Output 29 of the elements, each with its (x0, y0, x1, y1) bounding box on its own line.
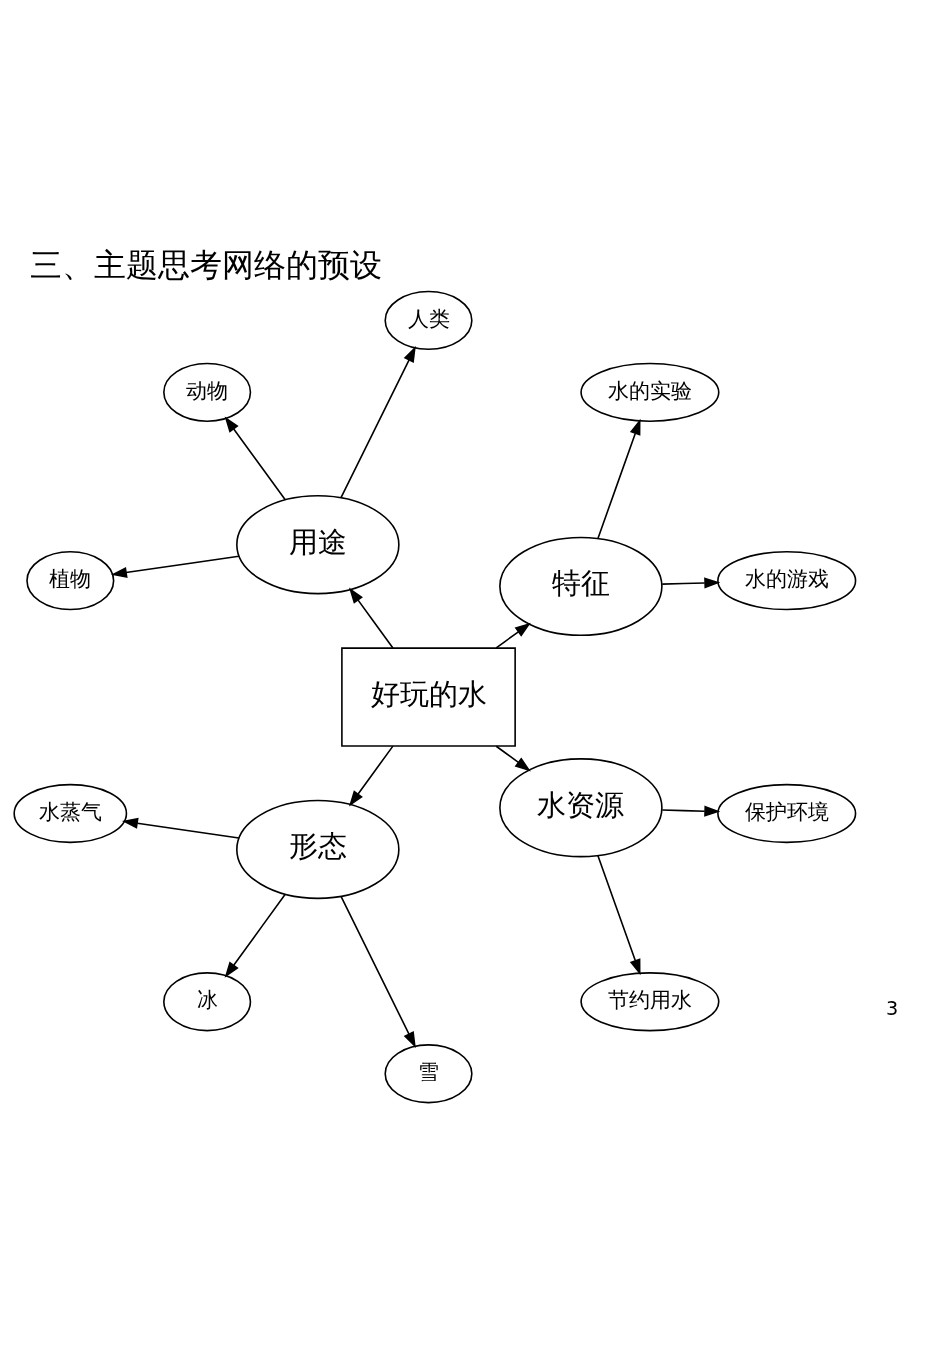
node-box: 好玩的水 (341, 646, 516, 747)
node-ellipse: 形态 (236, 799, 400, 899)
node-ellipse: 水的实验 (580, 362, 720, 422)
node-ellipse: 用途 (236, 494, 400, 594)
diagram-title: 三、主题思考网络的预设 (30, 245, 383, 283)
arrow (224, 893, 287, 978)
node-ellipse: 水蒸气 (13, 783, 128, 843)
node-ellipse: 人类 (384, 290, 473, 350)
arrow (110, 554, 240, 578)
arrow (340, 345, 416, 498)
node-ellipse: 植物 (26, 550, 115, 610)
node-ellipse: 雪 (384, 1043, 473, 1103)
arrow (597, 854, 641, 975)
arrow (597, 418, 641, 539)
node-ellipse: 保护环境 (717, 783, 857, 843)
arrow (348, 587, 394, 649)
arrow (121, 817, 240, 839)
arrow (495, 744, 531, 771)
arrow (340, 895, 416, 1048)
arrow (661, 805, 721, 817)
arrow (224, 415, 287, 501)
arrow (661, 576, 721, 589)
node-ellipse: 水的游戏 (717, 550, 857, 610)
label: 3 (885, 996, 899, 1020)
node-ellipse: 冰 (163, 971, 252, 1031)
node-ellipse: 节约用水 (580, 971, 720, 1031)
arrow (348, 744, 394, 807)
arrow (495, 622, 531, 649)
node-ellipse: 动物 (163, 362, 252, 422)
